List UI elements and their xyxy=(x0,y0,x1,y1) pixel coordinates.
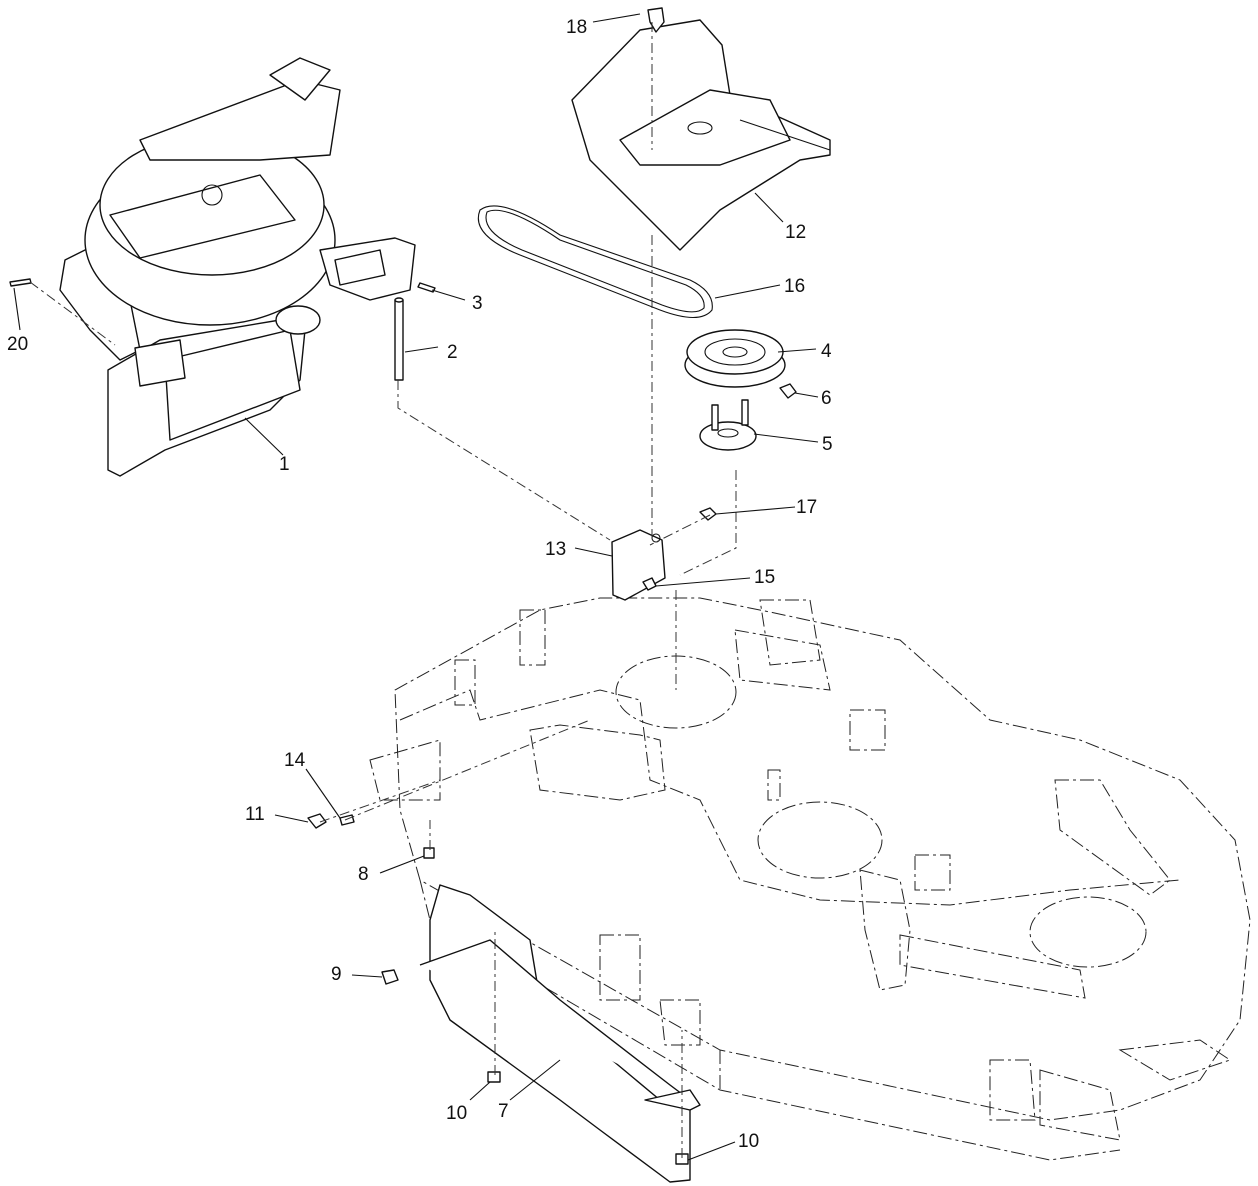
bolt-10-right xyxy=(675,1153,689,1165)
callout-14: 14 xyxy=(284,750,306,771)
drive-belt xyxy=(477,205,713,319)
nut-11 xyxy=(307,813,327,829)
callout-8: 8 xyxy=(358,864,369,885)
side-deflector xyxy=(419,884,701,1183)
mower-deck-phantom xyxy=(369,597,1251,1161)
callout-18: 18 xyxy=(566,17,587,38)
nut-6 xyxy=(779,383,797,399)
callout-1: 1 xyxy=(279,454,290,475)
pulley xyxy=(684,329,786,388)
pivot-pin xyxy=(394,297,404,381)
callout-15: 15 xyxy=(754,567,775,588)
callout-2: 2 xyxy=(447,342,458,363)
callout-10-left: 10 xyxy=(446,1103,467,1124)
nut-9 xyxy=(381,969,399,985)
bolt-8 xyxy=(423,847,435,859)
spacer-plate xyxy=(699,399,757,451)
cotter-pin xyxy=(417,282,436,293)
callout-12: 12 xyxy=(785,222,806,243)
blower-assembly xyxy=(59,57,416,477)
bolt-10-left xyxy=(487,1071,501,1083)
callout-13: 13 xyxy=(545,539,566,560)
callout-6: 6 xyxy=(821,388,832,409)
callout-3: 3 xyxy=(472,293,483,314)
screw-17 xyxy=(699,507,717,521)
callout-10-right: 10 xyxy=(738,1131,759,1152)
callout-7: 7 xyxy=(498,1101,509,1122)
mounting-bracket xyxy=(611,529,666,601)
callout-11: 11 xyxy=(245,804,265,825)
knob xyxy=(647,7,665,33)
callout-9: 9 xyxy=(331,964,342,985)
callout-5: 5 xyxy=(822,434,833,455)
callout-4: 4 xyxy=(821,341,832,362)
screw-14 xyxy=(339,814,355,826)
leader-lines xyxy=(13,13,819,1161)
callout-17: 17 xyxy=(796,497,817,518)
callout-16: 16 xyxy=(784,276,805,297)
callout-20: 20 xyxy=(7,334,28,355)
callout-labels: 1 2 3 4 5 6 7 8 9 10 10 11 12 13 14 15 1… xyxy=(7,17,833,1152)
belt-cover xyxy=(571,19,831,251)
assembly-lines xyxy=(29,22,737,1158)
small-pin-20 xyxy=(9,278,32,287)
